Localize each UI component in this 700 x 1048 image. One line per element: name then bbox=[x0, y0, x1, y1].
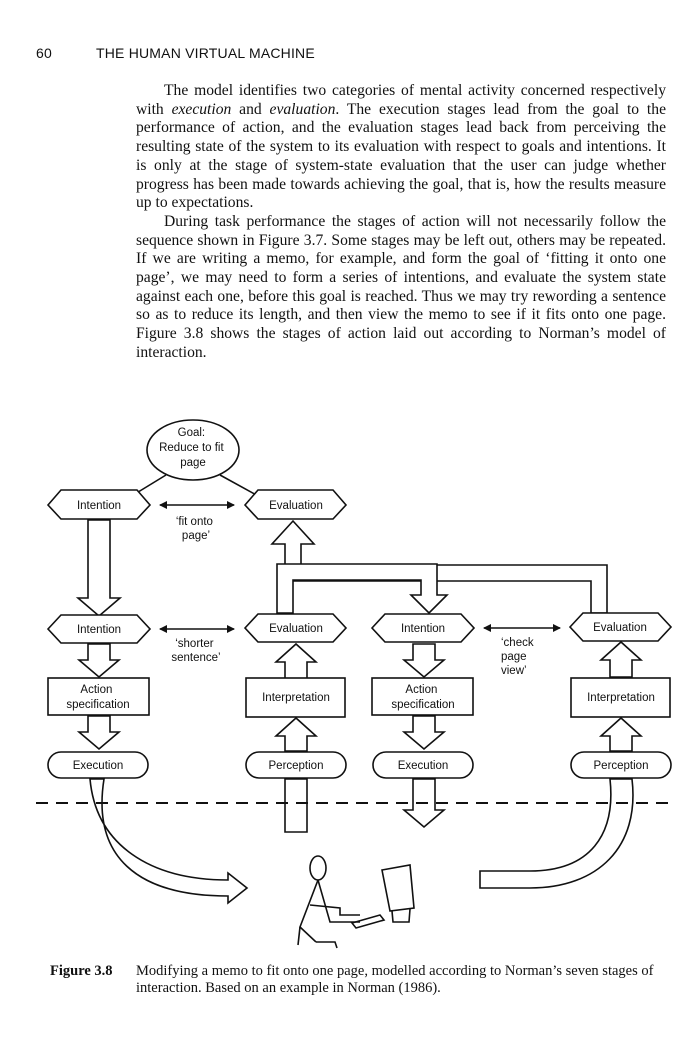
goal-link-right bbox=[219, 474, 261, 498]
figure-caption: Figure 3.8 Modifying a memo to fit onto … bbox=[50, 963, 670, 997]
norman-stages-diagram: Goal: Reduce to fit page Intention Evalu… bbox=[36, 419, 673, 949]
hollow-arrow-down-4 bbox=[76, 715, 122, 751]
intention-3-node bbox=[370, 613, 476, 643]
italic-term: evaluation bbox=[269, 100, 336, 118]
intention-1-label: Intention bbox=[77, 500, 121, 512]
evaluation-1-node bbox=[243, 489, 348, 520]
perception-2-label: Perception bbox=[594, 760, 649, 772]
body-text: The model identifies two categories of m… bbox=[136, 82, 666, 363]
text-run: During task performance the stages of ac… bbox=[136, 212, 666, 361]
evaluation-1-label: Evaluation bbox=[269, 500, 323, 512]
interpretation-2-label: Interpretation bbox=[587, 692, 655, 704]
hollow-arrow-up-3 bbox=[273, 716, 319, 752]
running-header: 60 THE HUMAN VIRTUAL MACHINE bbox=[36, 45, 315, 61]
action-specification-2-node bbox=[371, 677, 474, 716]
perception-1-label: Perception bbox=[269, 760, 324, 772]
hollow-arrow-down-5 bbox=[401, 715, 447, 751]
interpretation-2-node bbox=[570, 677, 671, 718]
hollow-arrow-up-1 bbox=[273, 642, 319, 680]
page-number: 60 bbox=[36, 45, 52, 61]
interpretation-1-label: Interpretation bbox=[262, 692, 330, 704]
text-run: . The execution stages lead from the goa… bbox=[136, 100, 666, 212]
paragraph-2: During task performance the stages of ac… bbox=[136, 213, 666, 363]
goal-node bbox=[146, 419, 240, 481]
text-run: The model identifies two categories of m… bbox=[136, 82, 666, 118]
action-specification-1-label: Action specification bbox=[66, 684, 129, 711]
hollow-arrow-up-2 bbox=[598, 640, 644, 678]
hollow-arrow-down-3 bbox=[401, 643, 447, 679]
perception-1-node bbox=[245, 751, 347, 779]
user-at-computer-icon bbox=[297, 855, 415, 949]
figure-label: Figure 3.8 bbox=[50, 963, 113, 979]
running-title: THE HUMAN VIRTUAL MACHINE bbox=[96, 45, 315, 61]
goal-label: Goal: Reduce to fit page bbox=[159, 427, 227, 469]
evaluation-3-node bbox=[568, 612, 673, 642]
italic-term: execution bbox=[171, 100, 232, 118]
evaluation-3-label: Evaluation bbox=[593, 622, 647, 634]
hollow-arrow-eval2-to-intention3 bbox=[276, 563, 449, 615]
curved-arrow-to-perception bbox=[479, 778, 634, 889]
action-specification-1-node bbox=[47, 677, 150, 716]
hollow-arrow-down-2 bbox=[76, 643, 122, 679]
execution-1-label: Execution bbox=[73, 760, 124, 772]
execution-2-label: Execution bbox=[398, 760, 449, 772]
perception-2-node bbox=[570, 751, 672, 779]
intention-1-node bbox=[46, 489, 152, 520]
execution-2-node bbox=[372, 751, 474, 779]
intention-2-node bbox=[46, 614, 152, 644]
interpretation-1-node bbox=[245, 677, 346, 718]
intention-2-label: Intention bbox=[77, 624, 121, 636]
execution-1-node bbox=[47, 751, 149, 779]
action-specification-2-label: Action specification bbox=[391, 684, 454, 711]
curved-arrow-to-user bbox=[89, 778, 249, 905]
evaluation-2-label: Evaluation bbox=[269, 623, 323, 635]
note-check-page-view: ‘check page view’ bbox=[501, 637, 537, 677]
perception-input-column bbox=[284, 778, 308, 833]
paragraph-1: The model identifies two categories of m… bbox=[136, 82, 666, 213]
figure-caption-text: Modifying a memo to fit onto one page, m… bbox=[136, 963, 654, 996]
note-fit-onto-page: ‘fit onto page’ bbox=[176, 516, 216, 542]
hollow-arrow-up-4 bbox=[598, 716, 644, 752]
text-run: and bbox=[231, 100, 270, 118]
intention-3-label: Intention bbox=[401, 623, 445, 635]
hollow-arrow-down-1 bbox=[75, 519, 123, 618]
note-shorter-sentence: ‘shorter sentence’ bbox=[171, 638, 220, 664]
evaluation-2-node bbox=[243, 613, 348, 643]
